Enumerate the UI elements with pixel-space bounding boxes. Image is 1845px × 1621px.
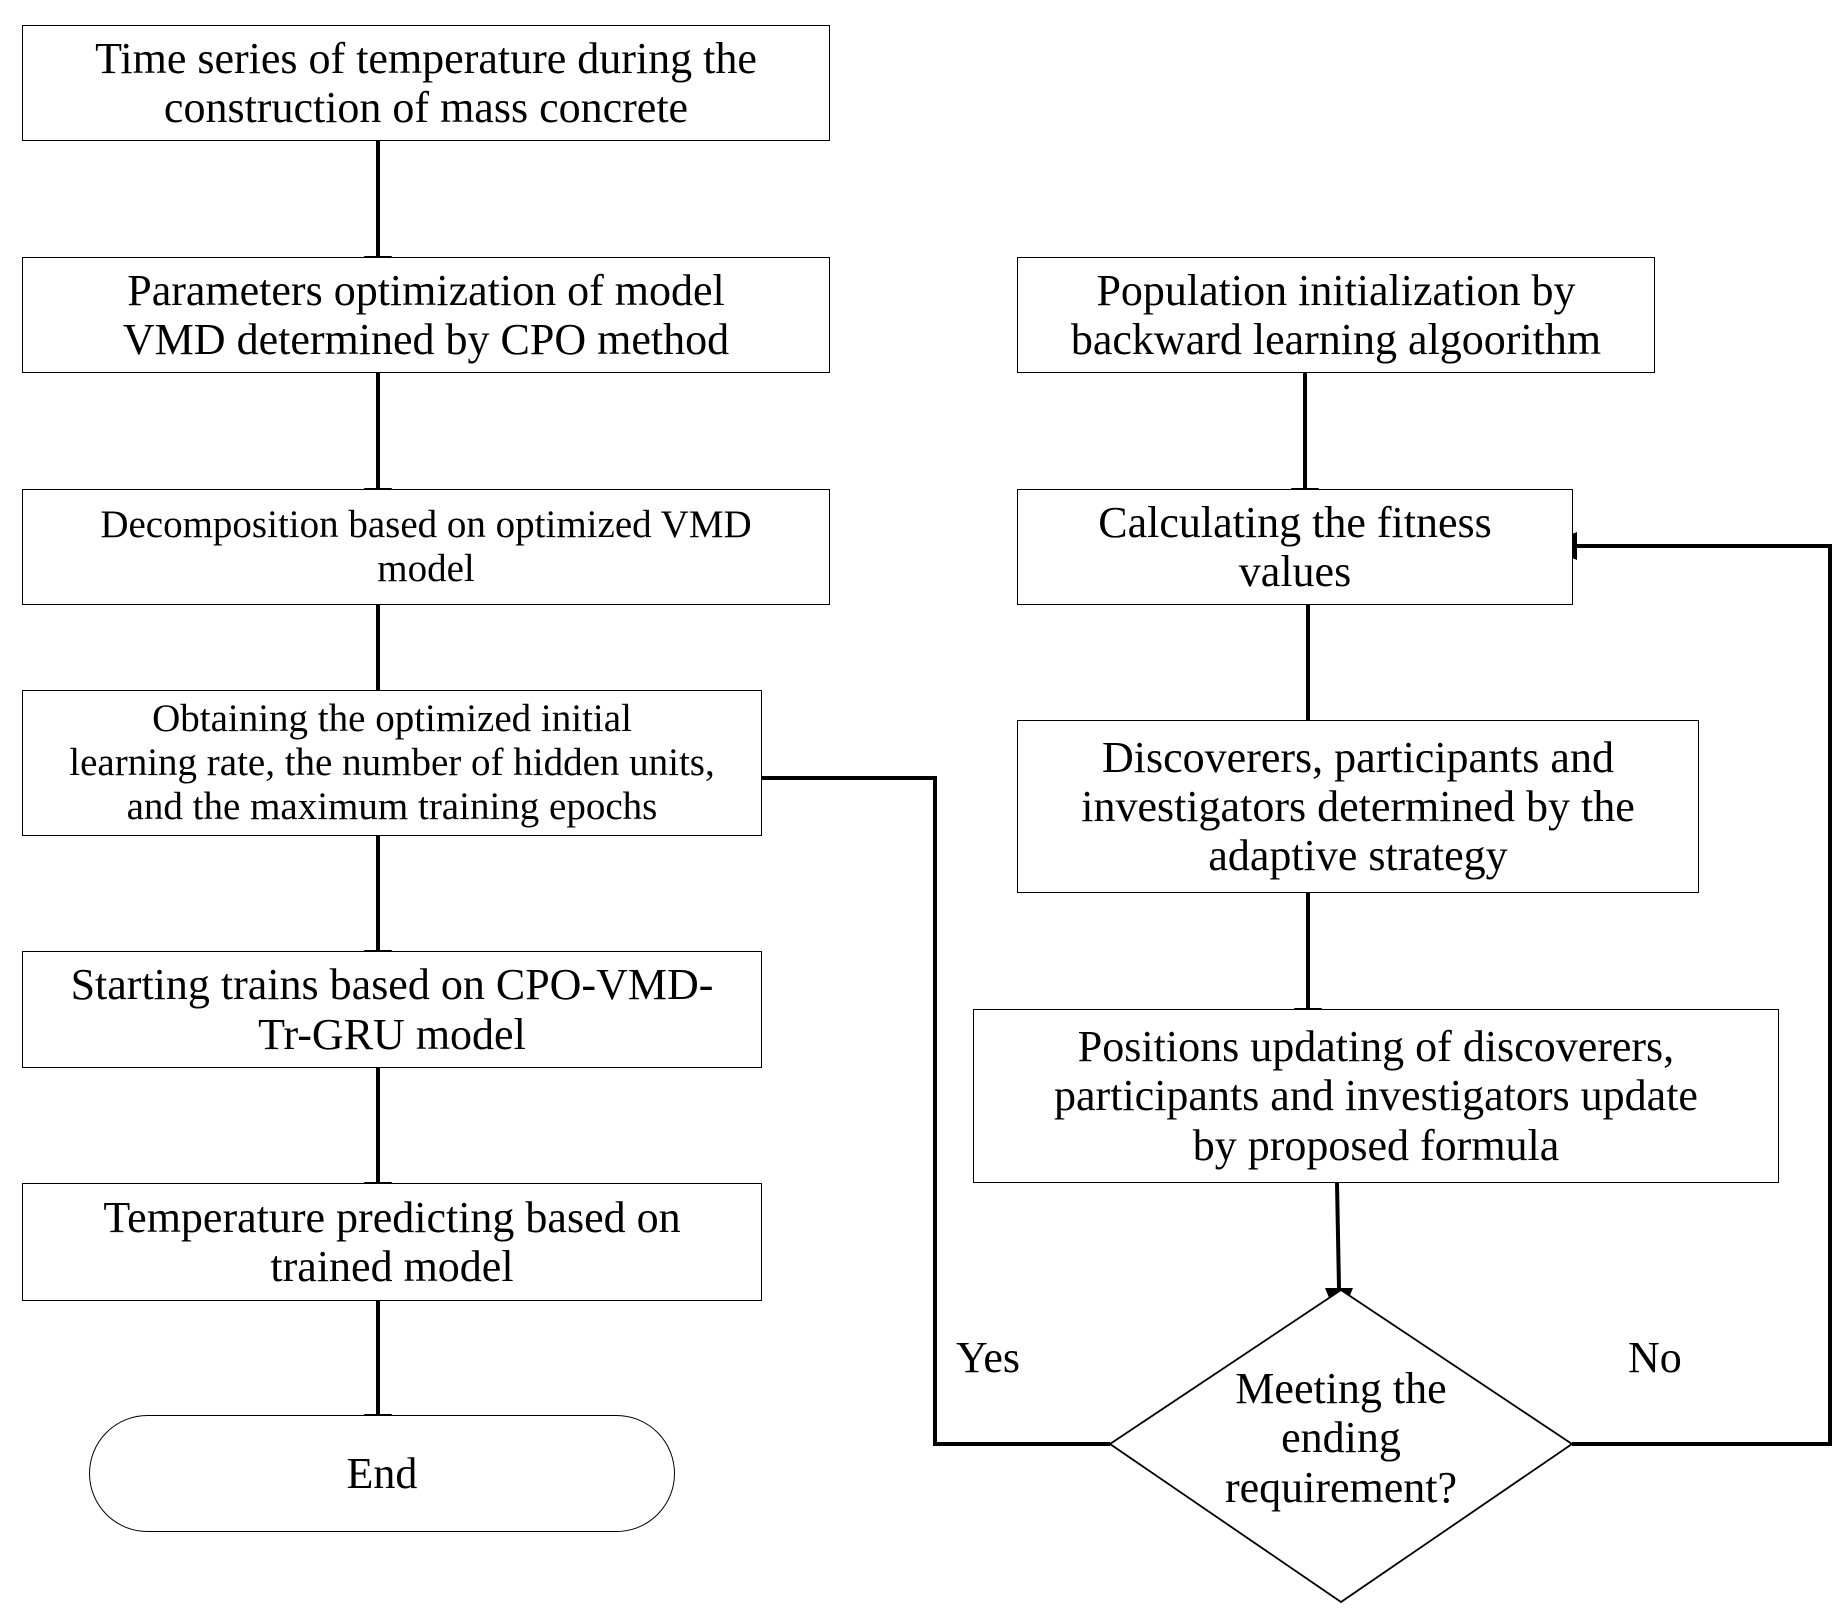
fitness-calculation-box: Calculating the fitness values — [1017, 489, 1573, 605]
decision-text: Meeting the ending requirement? — [1224, 1364, 1458, 1512]
vmd-parameter-optimization-box: Parameters optimization of model VMD det… — [22, 257, 830, 373]
end-text: End — [346, 1448, 418, 1498]
no-label: No — [1628, 1333, 1682, 1382]
training-box: Starting trains based on CPO-VMD- Tr-GRU… — [22, 951, 762, 1068]
role-assignment-box: Discoverers, participants and investigat… — [1017, 720, 1699, 893]
end-terminator: End — [89, 1415, 675, 1532]
population-initialization-box: Population initialization by backward le… — [1017, 257, 1655, 373]
training-text: Starting trains based on CPO-VMD- Tr-GRU… — [70, 960, 714, 1059]
prediction-text: Temperature predicting based on trained … — [103, 1192, 681, 1291]
position-update-text: Positions updating of discoverers, parti… — [1054, 1022, 1698, 1170]
yes-path — [756, 776, 1110, 1446]
decision-diamond — [1108, 1288, 1574, 1604]
prediction-box: Temperature predicting based on trained … — [22, 1183, 762, 1301]
arrow-r4-decision — [1335, 1182, 1341, 1289]
population-initialization-text: Population initialization by backward le… — [1070, 265, 1602, 364]
position-update-box: Positions updating of discoverers, parti… — [973, 1009, 1779, 1183]
time-series-box: Time series of temperature during the co… — [22, 25, 830, 141]
no-path — [1572, 544, 1832, 1446]
obtain-hyperparameters-box: Obtaining the optimized initial learning… — [22, 690, 762, 836]
decomposition-box: Decomposition based on optimized VMD mod… — [22, 489, 830, 605]
obtain-hyperparameters-text: Obtaining the optimized initial learning… — [69, 697, 715, 828]
fitness-calculation-text: Calculating the fitness values — [1098, 497, 1492, 596]
time-series-text: Time series of temperature during the co… — [95, 33, 757, 132]
decomposition-text: Decomposition based on optimized VMD mod… — [100, 503, 752, 590]
yes-label: Yes — [956, 1333, 1021, 1382]
vmd-parameter-optimization-text: Parameters optimization of model VMD det… — [122, 265, 730, 364]
role-assignment-text: Discoverers, participants and investigat… — [1081, 732, 1635, 881]
